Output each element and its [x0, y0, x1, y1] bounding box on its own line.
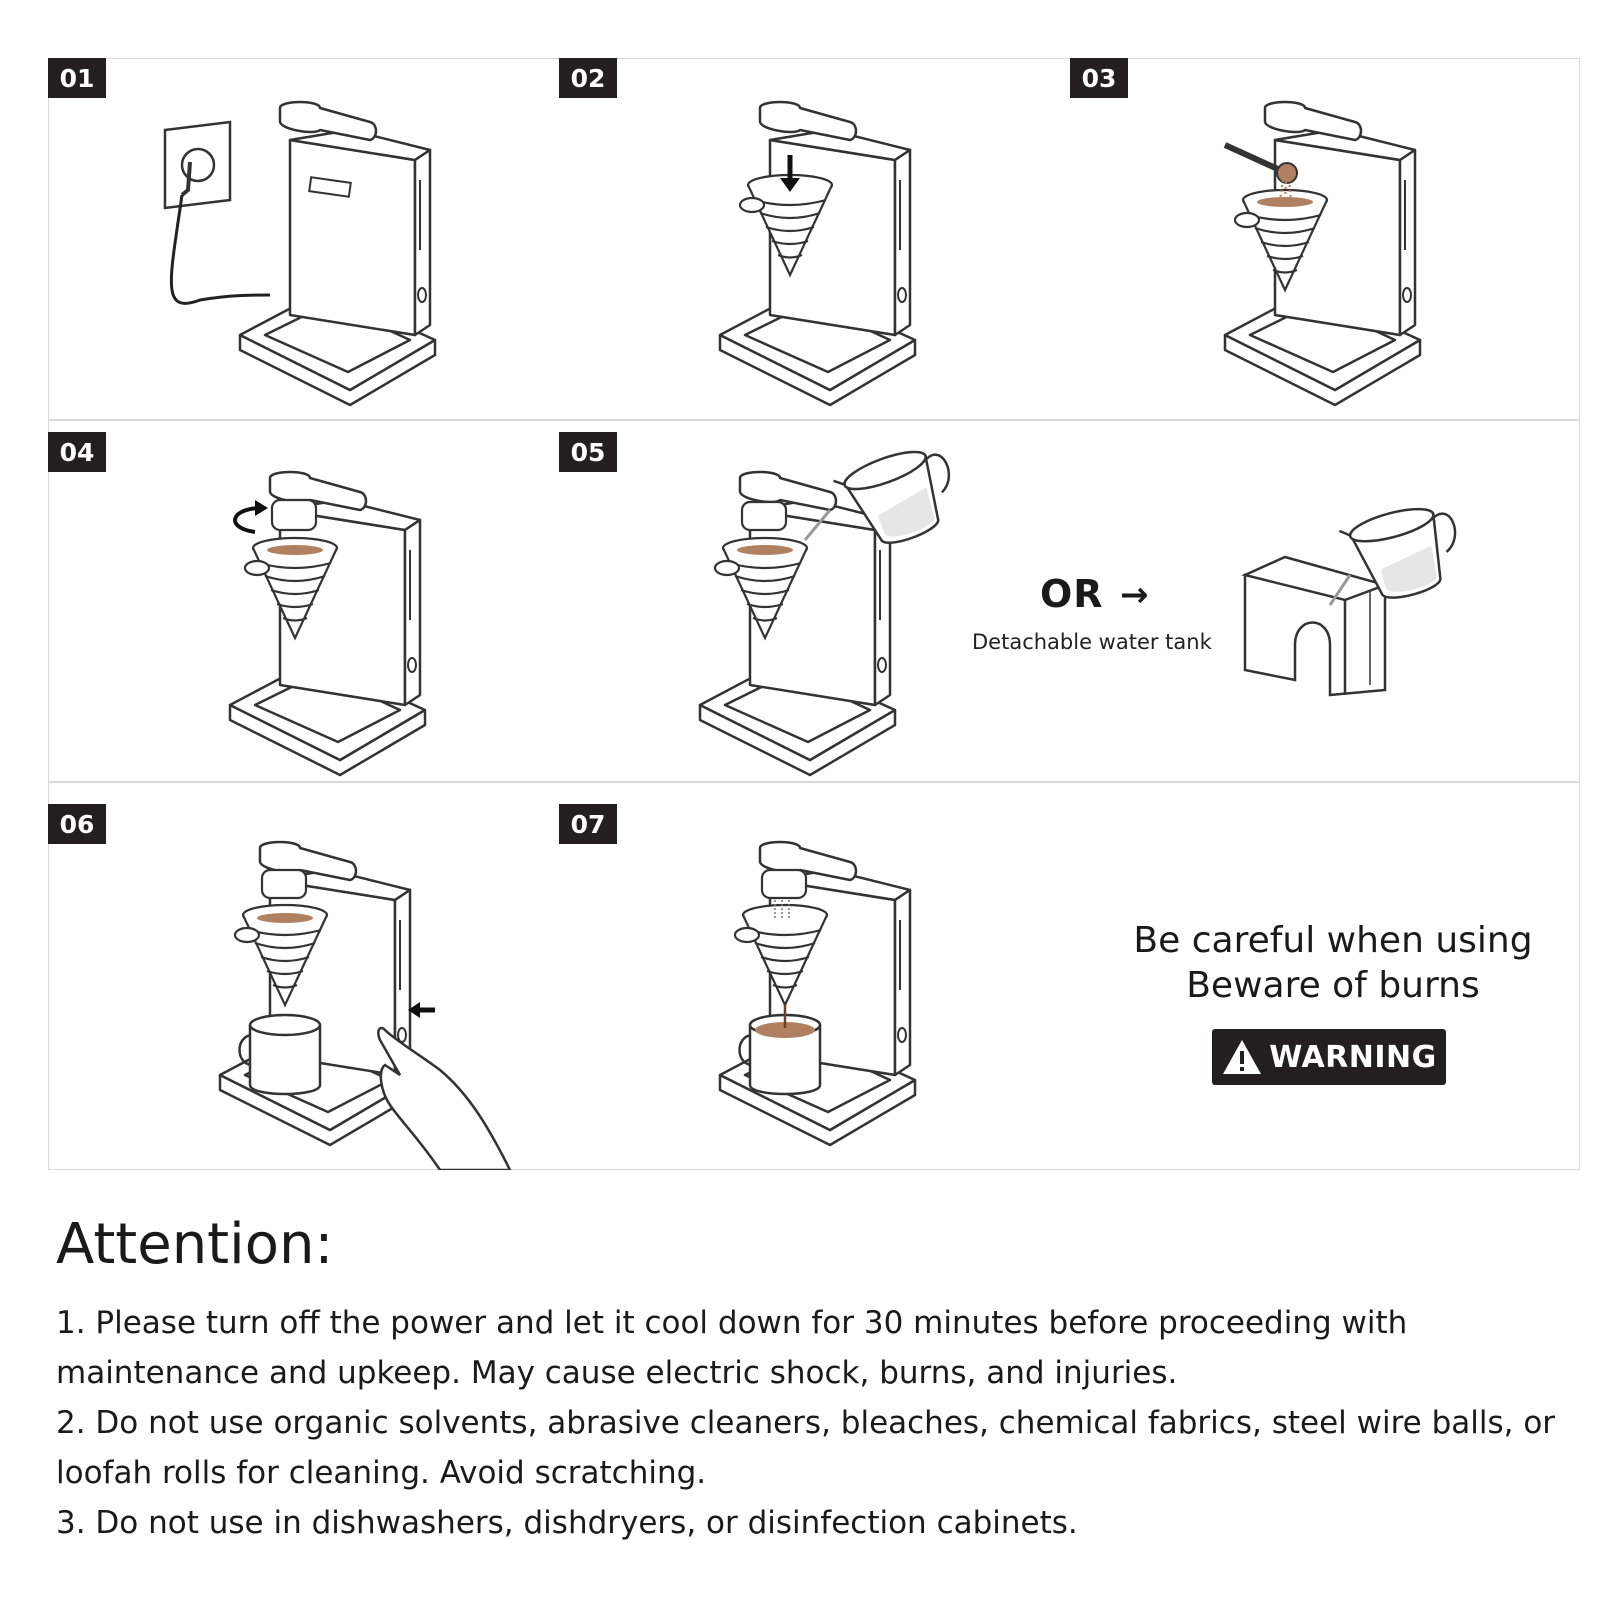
- water-tank-illustration: [1235, 495, 1465, 715]
- tank-caption: Detachable water tank: [972, 630, 1212, 654]
- warning-triangle-icon: [1223, 1040, 1262, 1074]
- step-07-illustration: [690, 840, 940, 1150]
- step-04-illustration: [200, 470, 450, 780]
- step-03-illustration: [1195, 100, 1445, 410]
- step-badge-04: 04: [48, 432, 106, 472]
- attention-list: 1. Please turn off the power and let it …: [56, 1298, 1556, 1548]
- scoop-icon: [1223, 142, 1282, 173]
- attention-item-1: 1. Please turn off the power and let it …: [56, 1305, 1408, 1391]
- attention-item-2: 2. Do not use organic solvents, abrasive…: [56, 1405, 1556, 1491]
- step-badge-03: 03: [1070, 58, 1128, 98]
- power-cord: [169, 194, 271, 305]
- step-02-illustration: [690, 100, 940, 410]
- step-06-illustration: [190, 840, 550, 1170]
- hand-icon: [377, 1026, 512, 1170]
- attention-item-3: 3. Do not use in dishwashers, dishdryers…: [56, 1505, 1078, 1541]
- caution-line-1: Be careful when using: [1133, 920, 1533, 961]
- or-label: OR: [1040, 572, 1104, 616]
- row-divider: [49, 419, 1579, 421]
- instruction-grid: [48, 58, 1580, 1170]
- step-badge-06: 06: [48, 804, 106, 844]
- right-arrow-icon: →: [1120, 575, 1149, 615]
- warning-label: WARNING: [1269, 1039, 1437, 1075]
- caution-line-2: Beware of burns: [1186, 965, 1480, 1006]
- step-05-illustration: [670, 440, 970, 780]
- row-divider: [49, 781, 1579, 783]
- step-badge-01: 01: [48, 58, 106, 98]
- warning-badge: WARNING: [1212, 1029, 1446, 1085]
- step-badge-07: 07: [559, 804, 617, 844]
- wall-socket-icon: [163, 120, 232, 210]
- step-badge-02: 02: [559, 58, 617, 98]
- attention-title: Attention:: [56, 1212, 334, 1277]
- lid-icon: [270, 498, 318, 532]
- step-01-illustration: [160, 100, 440, 410]
- step-badge-05: 05: [559, 432, 617, 472]
- rotate-arrow-icon: [233, 506, 263, 534]
